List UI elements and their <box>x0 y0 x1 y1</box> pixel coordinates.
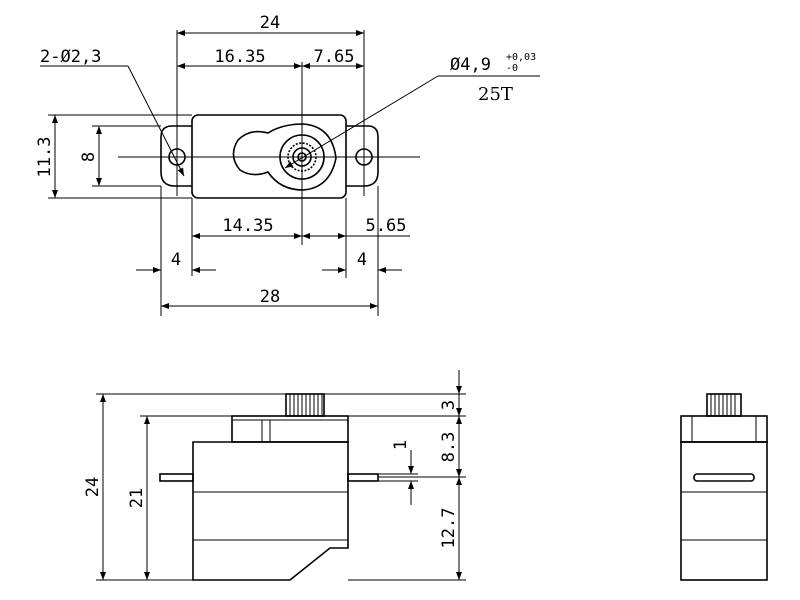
dim-11-3: 11.3 <box>35 137 55 178</box>
top-view: 24 16.35 7.65 2-Ø2,3 Ø4,9 +0,03 -0 25T 1… <box>35 13 540 316</box>
dim-24-top: 24 <box>260 13 280 33</box>
output-gear-side <box>706 393 742 417</box>
dim-3: 3 <box>439 400 459 410</box>
dim-8-top: 8 <box>79 152 99 162</box>
dim-5-65: 5.65 <box>366 216 407 236</box>
servo-body-side <box>680 441 768 581</box>
dim-8-3: 8.3 <box>439 432 459 463</box>
dim-28: 28 <box>260 287 280 307</box>
servo-body-front <box>192 441 349 581</box>
gear-cover-outline <box>232 123 337 191</box>
shaft-tol-lower: -0 <box>506 63 518 74</box>
front-view: 24 21 3 8.3 12.7 1 <box>83 370 466 581</box>
mounting-tab-front-left <box>159 473 194 482</box>
hole-spec-label: 2-Ø2,3 <box>40 47 101 67</box>
mounting-tab-side <box>693 473 755 482</box>
dim-24-front: 24 <box>83 477 103 497</box>
dim-7-65: 7.65 <box>314 47 355 67</box>
shaft-spec-label: Ø4,9 <box>450 55 491 75</box>
mounting-tab-left <box>160 125 192 187</box>
mounting-tab-right <box>346 125 379 187</box>
dim-12-7: 12.7 <box>439 508 459 549</box>
dim-14-35: 14.35 <box>222 216 273 236</box>
dim-4-right: 4 <box>357 250 367 270</box>
side-view <box>680 393 768 581</box>
dim-16-35: 16.35 <box>214 47 265 67</box>
spline-label: 25T <box>478 84 513 105</box>
dim-4-left: 4 <box>171 250 181 270</box>
dim-21: 21 <box>127 488 147 508</box>
dim-1: 1 <box>391 440 411 450</box>
mounting-tab-front-right <box>347 473 379 482</box>
gear-cap-side <box>680 415 768 443</box>
shaft-tol-upper: +0,03 <box>506 52 536 63</box>
